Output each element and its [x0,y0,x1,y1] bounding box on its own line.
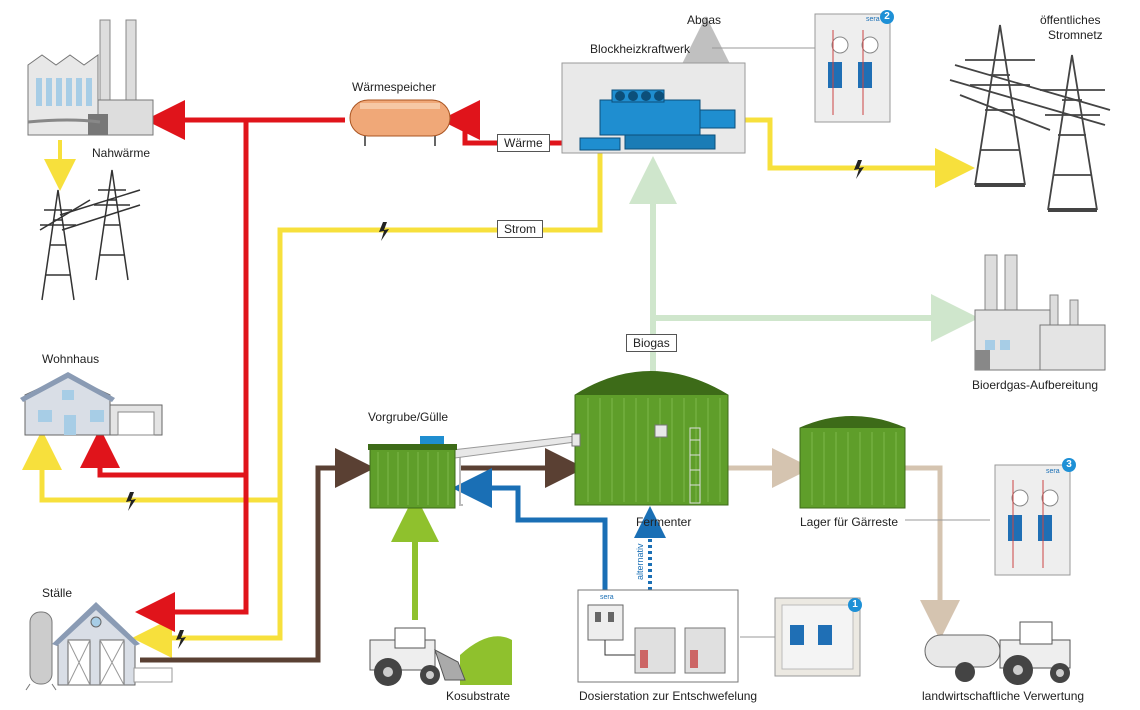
label-stromnetz-line2: Stromnetz [1048,28,1103,42]
dosing-cabinet-icon [774,597,861,677]
power-tower-icon [39,169,141,301]
badge-3: 3 [1062,458,1076,472]
heat-flow [80,100,580,632]
factory-icon [27,19,154,136]
label-stromnetz-line1: öffentliches [1040,13,1101,27]
label-bhkw: Blockheizkraftwerk [590,42,691,56]
badge-1: 1 [848,598,862,612]
sera-logo: sera [600,594,614,601]
barn-icon [52,602,173,686]
label-biogas-box: Biogas [626,334,677,352]
fermenter-tank-icon [571,371,729,506]
label-strom-box: Strom [497,220,544,238]
dosing-station-icon [577,589,739,683]
label-waerme-box: Wärme [497,134,550,152]
dosing-cabinet-icon [994,464,1071,576]
house-icon [20,372,163,436]
label-verwertung: landwirtschaftliche Verwertung [922,689,1085,703]
sera-logo: sera [866,16,880,23]
lightning-icon [126,160,864,649]
heat-storage-tank-icon [349,99,451,146]
gas-upgrading-plant-icon [974,254,1106,371]
label-vorgrube: Vorgrube/Gülle [368,410,449,424]
label-bioerdgas: Bioerdgas-Aufbereitung [972,378,1099,392]
label-lager: Lager für Gärreste [800,515,899,529]
label-staelle: Ställe [42,586,73,600]
chp-engine-icon [579,89,736,151]
badge-2: 2 [880,10,894,24]
digestate-flow [728,448,960,640]
tractor-tanker-icon [924,621,1071,685]
label-abgas: Abgas [687,13,722,27]
manure-flow [140,448,585,663]
power-flow [22,117,975,658]
label-kosubstrate: Kosubstrate [446,689,511,703]
sera-logo: sera [1046,468,1060,475]
label-nahwaerme: Nahwärme [92,146,151,160]
dosing-flow [452,468,666,590]
biogas-flow [629,156,979,380]
label-alternativ: alternativ [635,543,645,580]
label-wohnhaus: Wohnhaus [42,352,100,366]
pre-pit-tank-icon [368,436,457,509]
dosing-cabinet-icon [814,13,891,123]
label-waermespeicher: Wärmespeicher [352,80,437,94]
label-dosierstation: Dosierstation zur Entschwefelung [579,689,758,703]
power-tower-icon [949,24,1111,212]
storage-tank-icon [799,416,906,509]
feed-pipe [451,435,576,459]
tractor-loader-icon [369,627,512,686]
silo-icon [25,611,57,691]
label-fermenter: Fermenter [636,515,692,529]
